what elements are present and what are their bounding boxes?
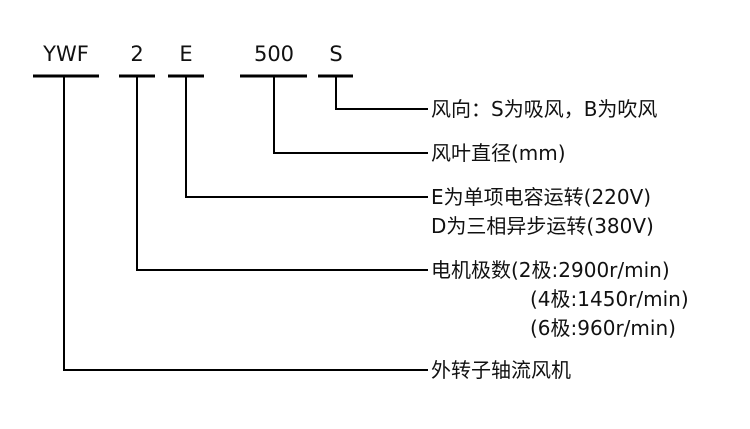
connector-2 [136,76,428,271]
desc-motor-type-e: E为单项电容运转(220V) [431,185,652,209]
desc-diameter: 风叶直径(mm) [431,141,566,165]
desc-poles-6: (6极:960r/min) [530,316,676,340]
code-direction: S [329,42,343,66]
code-series: YWF [43,42,89,66]
desc-motor-type-d: D为三相异步运转(380V) [431,214,654,238]
connector-500 [273,76,428,154]
code-poles: 2 [130,42,144,66]
desc-direction: 风向：S为吸风，B为吹风 [431,97,658,121]
connector-ywf [63,76,428,371]
code-motor-type: E [179,42,193,66]
connector-s [335,76,428,110]
desc-poles-2: 电机极数(2极:2900r/min) [431,258,670,282]
desc-series: 外转子轴流风机 [431,358,571,382]
code-diameter: 500 [253,42,295,66]
desc-poles-4: (4极:1450r/min) [530,287,689,311]
connector-e [185,76,428,198]
